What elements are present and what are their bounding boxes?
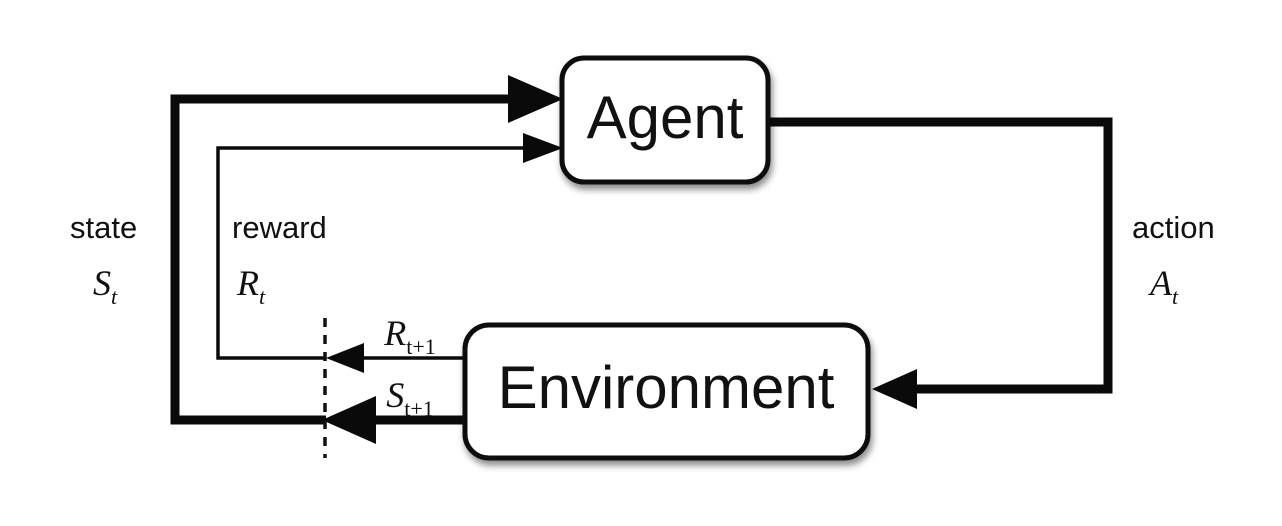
action-edge-line xyxy=(768,117,1113,394)
reward-next-symbol-label: Rt+1 xyxy=(383,313,436,359)
reward-emission-arrowhead-icon xyxy=(326,343,364,373)
state-symbol-subscript: t xyxy=(111,284,118,309)
state-feedback-line xyxy=(170,94,512,425)
reward-next-symbol-base: R xyxy=(383,313,406,353)
state-next-symbol-subscript: t+1 xyxy=(404,396,434,421)
edge-reward-feedback xyxy=(216,133,563,360)
reward-next-symbol-subscript: t+1 xyxy=(406,334,436,359)
state-emission-arrowhead-icon xyxy=(322,396,376,444)
state-next-symbol-base: S xyxy=(386,375,404,415)
state-symbol-base: S xyxy=(93,263,111,303)
edge-state-feedback xyxy=(170,75,563,425)
reward-word-label: reward xyxy=(232,210,327,245)
environment-node[interactable]: Environment xyxy=(462,322,871,461)
reward-feedback-arrowhead-icon xyxy=(523,133,563,163)
reward-symbol-subscript: t xyxy=(259,284,266,309)
reward-symbol-base: R xyxy=(236,263,259,303)
state-symbol-label: St xyxy=(93,263,118,309)
agent-box[interactable] xyxy=(559,55,771,185)
state-feedback-arrowhead-icon xyxy=(508,75,563,123)
action-symbol-subscript: t xyxy=(1172,284,1179,309)
edge-state-emission xyxy=(322,396,465,444)
state-word-label: state xyxy=(70,210,137,245)
action-symbol-base: A xyxy=(1148,263,1173,303)
action-symbol-label: At xyxy=(1148,263,1179,309)
state-label-group: state St xyxy=(70,210,137,309)
edge-reward-emission xyxy=(326,343,465,373)
agent-label: Agent xyxy=(587,84,744,151)
action-word-label: action xyxy=(1132,210,1215,245)
environment-label: Environment xyxy=(498,354,835,421)
action-label-group: action At xyxy=(1132,210,1215,309)
edge-action xyxy=(768,117,1113,409)
environment-box[interactable] xyxy=(462,322,871,461)
state-next-symbol-label: St+1 xyxy=(386,375,434,421)
reward-label-group: reward Rt xyxy=(232,210,327,309)
reward-symbol-label: Rt xyxy=(236,263,266,309)
agent-node[interactable]: Agent xyxy=(559,55,771,185)
reward-feedback-line xyxy=(216,146,530,360)
action-arrowhead-icon xyxy=(872,369,917,409)
